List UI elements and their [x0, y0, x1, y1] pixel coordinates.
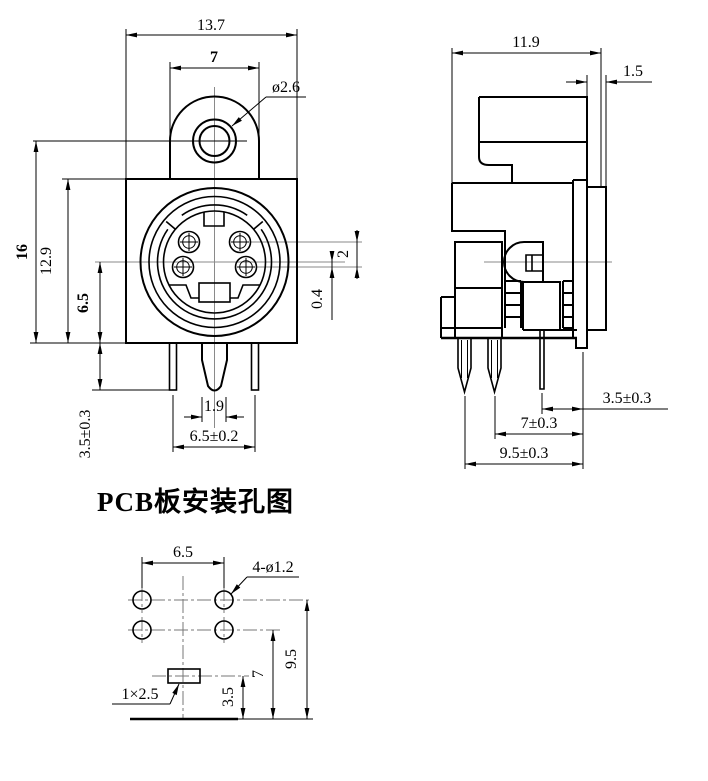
front-leg-left: [168, 342, 178, 391]
front-centerlines: [95, 87, 362, 428]
dim-total-depth: 11.9: [512, 34, 539, 51]
dim-flange-thickness: 1.5: [623, 63, 643, 80]
dim-row2-to-base: 7: [250, 670, 267, 678]
dim-center-to-base: 6.5: [75, 293, 92, 313]
pcb-hole-4: [214, 620, 234, 640]
side-view: 11.9 1.5 3.5±0.3 7±0.3 9.5±0.3: [440, 34, 668, 469]
dim-body-height: 12.9: [38, 247, 55, 275]
dim-row1-to-base: 9.5: [283, 649, 300, 669]
dim-shield-pin-to-edge: 3.5±0.3: [603, 390, 652, 407]
barrel-inner-circle: [148, 195, 281, 329]
shield-key-notch: [203, 212, 225, 227]
shield-face-circle: [162, 210, 267, 314]
dimension-arrows: [33, 32, 618, 720]
dim-total-height: 16: [14, 244, 31, 260]
pcb-hole-diagram: PCB板安装孔图 6.5 4-ø1.2 1×2.5 3.5 7 9.5: [97, 487, 313, 721]
front-body-outline: [125, 95, 298, 344]
dim-total-width: 13.7: [197, 17, 225, 34]
front-dimension-lines: [30, 29, 358, 452]
side-pin-2: [487, 338, 502, 396]
shield-ring-arcs: [156, 204, 273, 320]
side-pin-1: [457, 338, 472, 396]
contact-pins: [171, 230, 258, 279]
dim-hole-spacing: 6.5: [173, 544, 193, 561]
mount-hole: [198, 125, 231, 157]
dim-pin-spacing: 6.5±0.2: [190, 428, 239, 445]
barrel-outer-circle: [139, 187, 290, 337]
front-view: 13.7 7 ø2.6 16 12.9 6.5 3.5±0.3 1.9 6.5±…: [14, 17, 362, 458]
dim-pin1-to-edge: 9.5±0.3: [500, 445, 549, 462]
pcb-diagram-title: PCB板安装孔图: [97, 487, 294, 517]
dim-slot-to-base: 3.5: [220, 687, 237, 707]
side-pin-3: [539, 330, 545, 390]
mount-hole-ring: [192, 118, 237, 164]
front-shield-leg: [201, 343, 228, 392]
dim-hole-diameter: ø2.6: [272, 79, 300, 96]
dim-center-offset: 0.4: [309, 289, 326, 309]
pcb-hole-2: [214, 590, 234, 610]
side-outline: [440, 96, 607, 349]
shield-bottom-ledge: [169, 284, 260, 299]
label-hole-callout: 4-ø1.2: [252, 559, 293, 576]
dim-pin-length: 3.5±0.3: [77, 410, 94, 459]
side-pin-edges: [461, 340, 498, 378]
dim-shield-pin-width: 1.9: [204, 398, 224, 415]
dim-pin2-to-edge: 7±0.3: [521, 415, 558, 432]
dim-pin-row-spacing: 2: [335, 250, 352, 258]
pin-crosshairs: [174, 233, 255, 276]
dim-tab-width: 7: [210, 49, 218, 66]
front-leg-right: [250, 342, 260, 391]
shield-bottom-slot: [198, 282, 231, 303]
side-contact-box: [525, 254, 544, 272]
label-slot-callout: 1×2.5: [121, 686, 158, 703]
pcb-hole-1: [132, 590, 152, 610]
pcb-slot: [167, 668, 201, 684]
pcb-hole-3: [132, 620, 152, 640]
